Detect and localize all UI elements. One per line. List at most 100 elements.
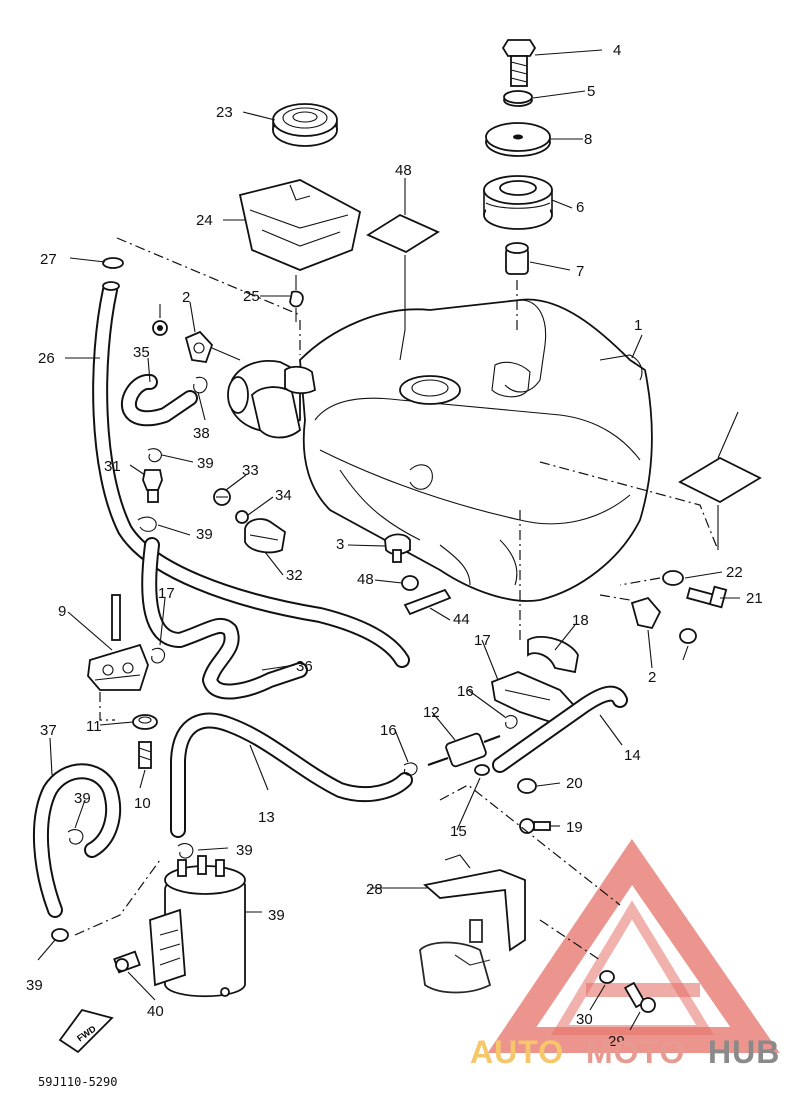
callout-39-e: 39	[236, 842, 253, 859]
cap-24	[272, 103, 338, 147]
bolt-4	[501, 39, 537, 87]
pump-40	[149, 855, 246, 998]
callout-20: 19	[566, 819, 583, 836]
clip-15	[474, 764, 490, 776]
clip-39-c	[137, 516, 157, 532]
bracket-25	[238, 179, 362, 271]
hose-13	[170, 712, 413, 838]
clamp-48-left	[152, 320, 168, 336]
clip-26	[289, 275, 304, 322]
callout-15: 15	[450, 823, 467, 840]
tank-front-fittings	[227, 360, 316, 439]
clamp-48-right	[679, 628, 697, 644]
callout-16-a: 16	[457, 683, 474, 700]
clip-31	[599, 970, 615, 984]
clip-39-b	[147, 448, 162, 463]
callout-24: 23	[216, 104, 233, 121]
bolt-41	[113, 950, 141, 974]
callout-3: 3	[336, 536, 344, 553]
callout-42-top: 48	[395, 162, 412, 179]
clip-16-a	[504, 715, 518, 729]
hose-14	[492, 685, 628, 773]
callout-38: 37	[40, 722, 57, 739]
callout-29: 28	[366, 881, 383, 898]
callout-21: 20	[566, 775, 583, 792]
callout-35: 34	[275, 487, 292, 504]
screw-34	[213, 488, 231, 506]
watermark-logo	[487, 838, 780, 1053]
callout-28: 27	[40, 251, 57, 268]
hose-27	[92, 281, 410, 668]
knob-3	[384, 533, 411, 563]
holder-33	[244, 518, 286, 554]
callout-25: 24	[196, 212, 213, 229]
hose-36	[120, 373, 198, 427]
bolt-10	[138, 741, 152, 769]
callout-2-left: 2	[182, 289, 190, 306]
washer-35	[235, 510, 249, 524]
pad-42-right	[678, 456, 762, 550]
hose-38	[32, 763, 122, 918]
damper-2-left	[184, 330, 214, 363]
front-arrow	[58, 1008, 114, 1054]
callout-7: 7	[576, 263, 584, 280]
nut-21	[517, 778, 537, 794]
plate-8	[485, 122, 551, 157]
clip-16-b	[403, 762, 418, 776]
callout-8: 8	[584, 131, 592, 148]
watermark-part3: HUB	[708, 1034, 780, 1070]
filter-12	[427, 732, 501, 768]
callout-44: 48	[357, 571, 374, 588]
callout-6: 6	[576, 199, 584, 216]
callout-31: 30	[576, 1011, 593, 1028]
watermark-part2: MOTO	[586, 1034, 685, 1070]
callout-27: 26	[38, 350, 55, 367]
callout-19: 18	[572, 612, 589, 629]
callout-34: 33	[242, 462, 259, 479]
callout-39-c: 39	[196, 526, 213, 543]
callout-43: 44	[453, 611, 470, 628]
callout-39-a: 38	[193, 425, 210, 442]
sender-assembly	[419, 919, 492, 994]
hose-37	[141, 537, 308, 700]
watermark-part1: AUTO	[470, 1034, 564, 1070]
clip-39-a	[193, 376, 208, 394]
drawing-code: 59J110-5290	[38, 1075, 117, 1089]
fitting-32	[142, 469, 163, 503]
ring-44	[401, 575, 419, 591]
bolt-22	[686, 585, 728, 609]
collar-7	[505, 242, 529, 275]
callout-36: 35	[133, 344, 150, 361]
callout-5: 5	[587, 83, 595, 100]
fuel-cock-9	[87, 594, 149, 691]
callout-2-right: 2	[648, 669, 656, 686]
callout-11: 11	[86, 718, 102, 735]
callout-33: 32	[286, 567, 303, 584]
callout-12: 12	[423, 704, 440, 721]
callout-30: 29	[608, 1033, 625, 1050]
fuel-tank	[299, 298, 653, 602]
callout-14: 14	[624, 747, 641, 764]
damper-2-right	[630, 596, 662, 630]
callout-22: 21	[746, 590, 763, 607]
seal-11	[132, 714, 158, 730]
watermark-text: AUTO MOTO HUB	[470, 1034, 780, 1070]
ring-28	[102, 257, 124, 269]
grommet-6	[483, 175, 553, 230]
clip-39-e	[177, 843, 194, 859]
callout-9: 9	[58, 603, 66, 620]
bolt-20	[519, 818, 551, 834]
callout-18: 17	[474, 632, 491, 649]
washer-23	[662, 570, 684, 586]
callout-40: 39	[268, 907, 285, 924]
leader-lines	[37, 49, 740, 1031]
callout-37: 36	[296, 658, 313, 675]
clip-39-f	[51, 928, 69, 942]
callout-39-d: 39	[74, 790, 91, 807]
callout-1: 1	[634, 317, 642, 334]
callout-41: 40	[147, 1003, 164, 1020]
callout-13: 13	[258, 809, 275, 826]
clip-17	[151, 647, 166, 664]
callout-39-f: 39	[26, 977, 43, 994]
